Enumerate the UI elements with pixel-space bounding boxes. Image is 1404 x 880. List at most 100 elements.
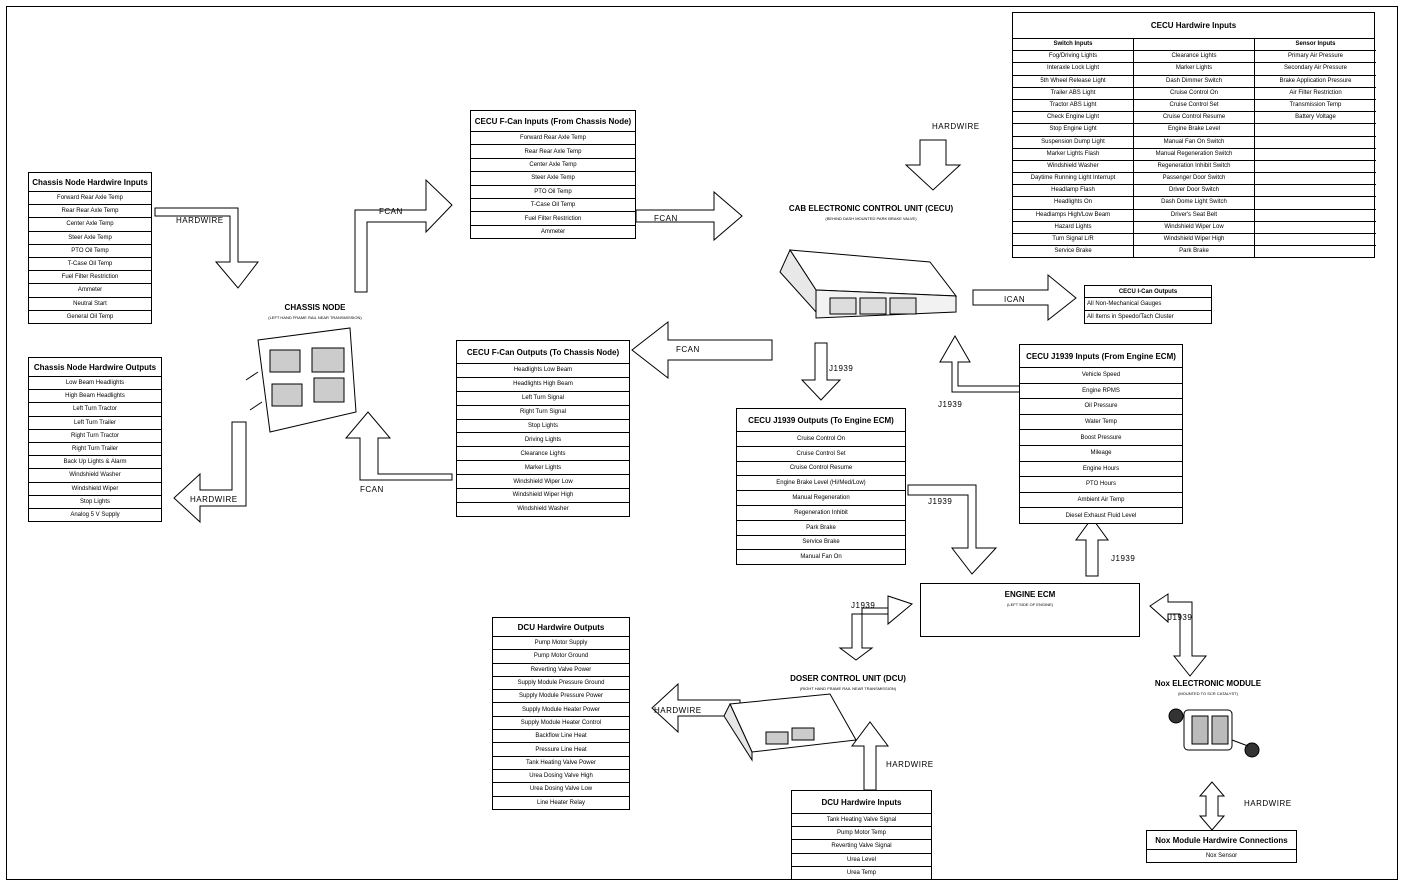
table-row: Cruise Control Set: [737, 445, 905, 461]
table-cell: Dash Dimmer Switch: [1133, 74, 1255, 87]
table-row: Cruise Control On: [796, 435, 846, 442]
table-row: Analog 5 V Supply: [29, 507, 161, 521]
table-cell: Manual Fan On Switch: [1133, 135, 1255, 148]
table-row: Windshield Wiper High: [457, 488, 629, 502]
table-cell: [1255, 245, 1376, 257]
table-row: Regeneration Inhibit: [737, 504, 905, 520]
table-title: CECU Hardwire Inputs: [1013, 13, 1374, 39]
label-fcan-chassis-to-cecu: FCAN: [379, 207, 403, 216]
table-row: Clearance Lights: [457, 446, 629, 460]
cecu-device-image: [779, 248, 958, 319]
table-row: T-Case Oil Temp: [29, 256, 151, 270]
table-row: Supply Module Heater Power: [493, 702, 629, 715]
table-cell: Marker Lights Flash: [1013, 147, 1133, 160]
table-row: Rear Rear Axle Temp: [471, 144, 635, 157]
table-row: Tank Heating Valve Power: [493, 755, 629, 769]
table-row: Pump Motor Temp: [792, 826, 931, 839]
table-title: Chassis Node Hardwire Outputs: [29, 358, 161, 377]
arrow-chassis-hardwire-out: [173, 421, 247, 524]
table-cell: Dash Dome Light Switch: [1133, 196, 1255, 209]
table-row: Line Heater Relay: [493, 795, 629, 809]
arrow-fcan-to-chassis-outputs: [631, 320, 773, 380]
table-row: Boost Pressure: [1020, 429, 1182, 445]
table-row: General Oil Temp: [29, 309, 151, 323]
table-cell: Transmission Temp: [1255, 98, 1376, 111]
table-cell: Battery Voltage: [1255, 111, 1376, 123]
table-row: Stop Lights: [29, 494, 161, 508]
table-row: Rear Rear Axle Temp: [29, 204, 151, 217]
table-cell: Interaxle Lock Light: [1013, 62, 1133, 74]
label-hardwire-dcu-out: HARDWIRE: [654, 706, 702, 715]
label-fcan-outputs-to-node: FCAN: [360, 485, 384, 494]
table-cell: [1255, 233, 1376, 245]
table-header-cell: Switch Inputs: [1053, 41, 1093, 47]
table-cell: Turn Signal L/R: [1013, 233, 1133, 245]
arrow-j1939-ecm-up: [1075, 517, 1109, 577]
table-title: DCU Hardwire Outputs: [493, 618, 629, 637]
table-row: Service Brake: [737, 534, 905, 550]
table-row: Manual Fan On: [737, 549, 905, 564]
table-cell: Cruise Control Resume: [1133, 111, 1255, 124]
table-row: Right Turn Trailer: [29, 441, 161, 455]
label-j1939-ecm-up: J1939: [1111, 554, 1136, 563]
table-cell: Daytime Running Light Interrupt: [1013, 172, 1133, 184]
table-row: All Non-Mechanical Gauges: [1087, 301, 1162, 307]
table-dcu-inputs: DCU Hardwire Inputs Tank Heating Valve S…: [791, 790, 932, 880]
table-row: Windshield Wiper: [29, 481, 161, 495]
table-title: DCU Hardwire Inputs: [792, 791, 931, 814]
table-cell: Marker Lights: [1133, 62, 1255, 75]
table-row: Stop Lights: [457, 418, 629, 433]
engine-ecm-subtitle: (LEFT SIDE OF ENGINE): [1007, 602, 1053, 607]
table-cell: Cruise Control On: [1133, 86, 1255, 99]
table-cell: Driver's Seat Belt: [1133, 208, 1255, 221]
table-cell: Clearance Lights: [1133, 50, 1255, 63]
table-cell: Cruise Control Set: [1133, 98, 1255, 112]
table-cell: [1255, 159, 1376, 172]
label-hardwire-dcu-in: HARDWIRE: [886, 760, 934, 769]
table-cell: Headlights On: [1013, 196, 1133, 208]
table-cell: [1255, 135, 1376, 148]
table-cell: Windshield Wiper Low: [1133, 220, 1255, 233]
table-chassis-inputs: Chassis Node Hardwire Inputs Forward Rea…: [28, 172, 152, 324]
table-row: Headlights High Beam: [457, 376, 629, 391]
table-row: Nox Sensor: [1205, 853, 1238, 859]
table-j1939-inputs: CECU J1939 Inputs (From Engine ECM) Vehi…: [1019, 344, 1183, 524]
label-j1939-into-cecu: J1939: [938, 400, 963, 409]
arrow-j1939-ecm-nox: [1149, 593, 1208, 677]
label-fcan-into-cecu: FCAN: [654, 214, 678, 223]
cecu-title: CAB ELECTRONIC CONTROL UNIT (CECU): [788, 204, 954, 213]
table-row: Center Axle Temp: [471, 157, 635, 171]
table-row: Diesel Exhaust Fluid Level: [1020, 507, 1182, 523]
arrow-hardwire-cecu: [904, 139, 962, 191]
label-ican: ICAN: [1004, 295, 1026, 304]
table-row: Mileage: [1020, 444, 1182, 461]
table-cell: Fog/Driving Lights: [1013, 50, 1133, 62]
table-row: Ammeter: [29, 283, 151, 296]
table-row: Engine RPMS: [1020, 382, 1182, 399]
table-row: Pump Motor Supply: [534, 640, 588, 647]
label-hardwire-cecu: HARDWIRE: [932, 122, 980, 131]
table-row: Reverting Valve Signal: [792, 839, 931, 852]
table-row: Right Turn Signal: [457, 404, 629, 419]
table-cell: Engine Brake Level: [1133, 123, 1255, 136]
table-cell: 5th Wheel Release Light: [1013, 74, 1133, 87]
table-j1939-outputs: CECU J1939 Outputs (To Engine ECM) Cruis…: [736, 408, 906, 566]
arrow-ican-out: [972, 273, 1077, 322]
table-row: Urea Dosing Valve Low: [493, 782, 629, 795]
table-row: Left Turn Signal: [457, 390, 629, 405]
label-j1939-ecm-nox: J1939: [1168, 613, 1193, 622]
table-row: PTO Oil Temp: [471, 184, 635, 198]
table-cell: Passenger Door Switch: [1133, 172, 1255, 185]
table-row: Marker Lights: [457, 460, 629, 474]
table-cell: Park Brake: [1133, 245, 1255, 258]
table-row: PTO Oil Temp: [29, 243, 151, 257]
arrow-fcan-outputs-to-node: [344, 411, 453, 481]
table-row: Vehicle Speed: [1081, 372, 1121, 379]
table-row: Neutral Start: [29, 296, 151, 310]
arrow-j1939-to-ecm: [907, 484, 998, 575]
label-j1939-cecu-out: J1939: [829, 364, 854, 373]
table-row: Headlights Low Beam: [513, 367, 573, 374]
arrow-dcu-hardwire-in: [851, 721, 889, 791]
table-cell: Windshield Wiper High: [1133, 233, 1255, 246]
